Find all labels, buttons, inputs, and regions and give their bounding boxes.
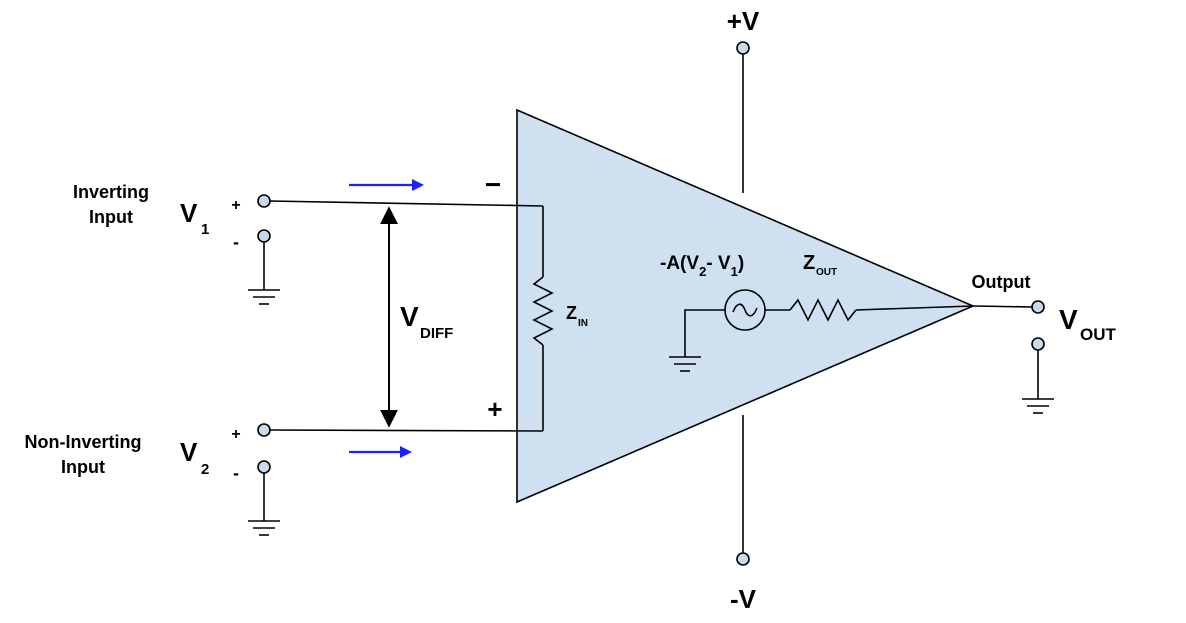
v2-subscript: 2 bbox=[201, 461, 209, 478]
zout-subscript: OUT bbox=[816, 267, 837, 278]
non-inverting-sign: + bbox=[487, 394, 502, 424]
zout-resistor-icon bbox=[789, 298, 857, 322]
v1-minus-terminal bbox=[257, 229, 271, 243]
zin-resistor-icon bbox=[532, 276, 554, 346]
ac-source-icon bbox=[724, 289, 766, 331]
v2-label: V bbox=[180, 437, 198, 467]
v1-label: V bbox=[180, 198, 198, 228]
v2-minus-sign: - bbox=[233, 463, 239, 483]
output-ground-terminal bbox=[1031, 337, 1045, 351]
zout-label: Z bbox=[803, 252, 815, 274]
vout-subscript: OUT bbox=[1080, 325, 1117, 344]
inverting-current-arrowhead bbox=[412, 179, 424, 191]
source-ground-icon bbox=[669, 356, 701, 372]
gain-source-label: -A(V2- V1) bbox=[660, 253, 744, 279]
negative-supply-terminal bbox=[736, 552, 750, 566]
non-inverting-input-wire bbox=[269, 429, 544, 432]
non-inverting-input-label-2: Input bbox=[61, 457, 105, 477]
v1-ground-icon bbox=[248, 289, 280, 305]
zin-subscript: IN bbox=[578, 318, 588, 329]
v1-plus-terminal bbox=[257, 194, 271, 208]
source-ground-wire bbox=[684, 309, 725, 357]
vout-label: V bbox=[1059, 304, 1078, 335]
zin-label: Z bbox=[566, 303, 577, 323]
v2-plus-sign: + bbox=[231, 426, 240, 443]
inverting-input-label-2: Input bbox=[89, 207, 133, 227]
v1-minus-sign: - bbox=[233, 232, 239, 252]
inverting-input-label-1: Inverting bbox=[73, 182, 149, 202]
output-wire bbox=[972, 305, 1033, 308]
inverting-sign: − bbox=[485, 169, 501, 200]
vdiff-subscript: DIFF bbox=[420, 325, 453, 342]
inverting-input-wire bbox=[269, 200, 544, 207]
non-inverting-input-label-1: Non-Inverting bbox=[25, 432, 142, 452]
output-label: Output bbox=[972, 272, 1031, 292]
v1-subscript: 1 bbox=[201, 221, 209, 238]
vdiff-label: V bbox=[400, 301, 419, 332]
v2-minus-terminal bbox=[257, 460, 271, 474]
zout-to-output-wire bbox=[855, 305, 974, 311]
v2-plus-terminal bbox=[257, 423, 271, 437]
output-terminal bbox=[1031, 300, 1045, 314]
non-inverting-current-arrowhead bbox=[400, 446, 412, 458]
output-ground-icon bbox=[1022, 398, 1054, 414]
positive-supply-label: +V bbox=[727, 6, 760, 36]
v1-plus-sign: + bbox=[231, 197, 240, 214]
v2-ground-icon bbox=[248, 520, 280, 536]
negative-supply-label: -V bbox=[730, 584, 757, 614]
positive-supply-terminal bbox=[736, 41, 750, 55]
